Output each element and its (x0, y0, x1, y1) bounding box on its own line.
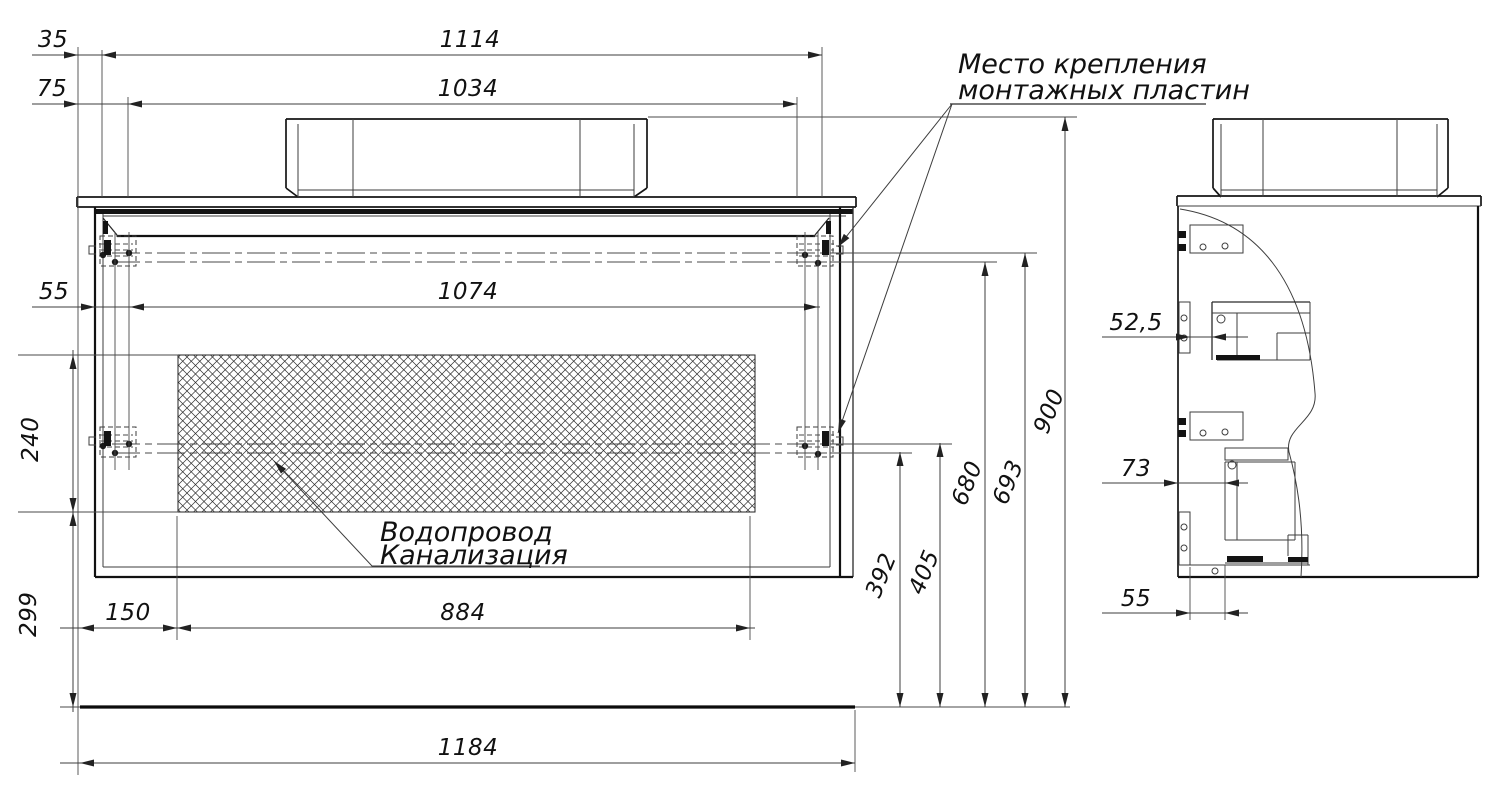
dim-150-label: 150 (105, 600, 150, 626)
mounting-note-line2: монтажных пластин (958, 75, 1250, 106)
dim-1034-label: 1034 (438, 76, 499, 102)
dim-52-5-label: 52,5 (1109, 310, 1162, 336)
plate-hole-columns (114, 232, 819, 470)
dimension-73: 73 (1102, 456, 1248, 487)
upper-drawer-side (1211, 301, 1311, 361)
hinge-plate-side-lower (1178, 511, 1191, 566)
dim-299-label: 299 (16, 592, 42, 637)
dim-884-label: 884 (440, 600, 485, 626)
dim-900-label: 900 (1029, 385, 1070, 437)
front-countertop (76, 196, 857, 217)
dimension-150-884: 150 884 (60, 600, 755, 632)
dim-35-label: 35 (38, 27, 68, 53)
front-carcass (93, 207, 854, 579)
dim-75-label: 75 (37, 76, 67, 102)
side-view (1176, 118, 1482, 579)
plumbing-zone-hatch (177, 354, 756, 513)
hinge-plate-side-middle (1178, 301, 1191, 354)
dimensions: 35 1114 75 1034 55 1074 240 (16, 27, 1248, 775)
dimension-55-1074: 55 1074 (32, 279, 820, 311)
dim-1184-label: 1184 (438, 735, 499, 761)
countertop-front-edge (95, 209, 853, 214)
dim-55-side-label: 55 (1121, 586, 1151, 612)
plumbing-note: Водопровод Канализация (271, 458, 568, 571)
plumbing-note-leader (273, 460, 540, 567)
side-sink-basin (1212, 118, 1449, 198)
dimension-1184: 1184 (60, 735, 855, 767)
bottom-extension-lines (18, 354, 856, 772)
dimension-heights: 392 405 680 693 900 (861, 117, 1070, 707)
dim-1114-label: 1114 (440, 27, 501, 53)
mounting-note-leaders (837, 103, 953, 434)
dim-392-label: 392 (861, 549, 902, 601)
dim-240-label: 240 (18, 417, 44, 462)
plumbing-note-line1: Водопровод (380, 517, 553, 548)
mounting-plates-note: Место крепления монтажных пластин (834, 49, 1250, 435)
dim-405-label: 405 (904, 546, 945, 598)
mounting-plate-side-bottom (1178, 411, 1244, 441)
plumbing-note-line2: Канализация (380, 540, 568, 571)
dim-55-left-label: 55 (39, 279, 69, 305)
dim-73-label: 73 (1121, 456, 1151, 482)
dimension-75-1034: 75 1034 (32, 76, 797, 108)
top-extension-lines (77, 47, 823, 775)
dim-693-label: 693 (988, 456, 1029, 508)
side-countertop (1176, 195, 1482, 207)
mounting-note-line1: Место крепления (958, 49, 1207, 80)
front-view (60, 118, 1070, 709)
dim-680-label: 680 (947, 457, 988, 509)
door-swing-break-line (1179, 208, 1316, 578)
dimension-35-1114: 35 1114 (32, 27, 822, 59)
right-extension-lines (648, 116, 1077, 454)
side-carcass (1177, 206, 1480, 579)
right-corner-fitting (826, 221, 831, 234)
dim-1074-label: 1074 (438, 279, 499, 305)
mounting-plate-front-bottom-left (88, 426, 137, 458)
left-corner-fitting (103, 221, 108, 234)
dimension-55-side: 55 (1102, 565, 1248, 620)
front-sink-basin (285, 118, 648, 198)
mounting-plate-side-top (1178, 224, 1244, 254)
dimension-240-299: 240 299 (16, 350, 77, 712)
dimension-52-5: 52,5 (1102, 310, 1248, 341)
lower-drawer-side (1224, 447, 1309, 565)
